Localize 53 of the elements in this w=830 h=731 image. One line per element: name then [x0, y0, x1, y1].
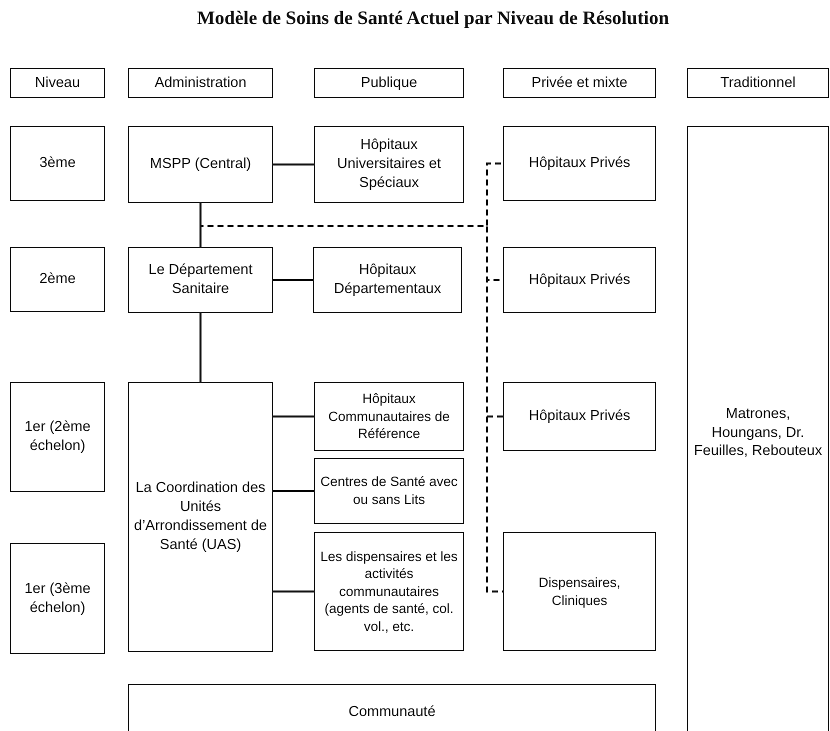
level-box [503, 68, 656, 98]
diagram-title: Modèle de Soins de Santé Actuel par Niveau de Résolution [196, 8, 670, 30]
box-label: Privée et mixte [532, 74, 628, 92]
box-label: Dispensaires, Cliniques [538, 574, 622, 610]
level-box [128, 247, 273, 313]
box-label: Hôpitaux Communautaires de Référence [327, 390, 451, 443]
level-box [503, 532, 656, 651]
level-box [10, 543, 105, 654]
box-label: La Coordination des Unités d’Arrondissement de Santé (UAS) [134, 479, 267, 555]
box-label: Publique [360, 74, 418, 92]
level-box [10, 382, 105, 492]
level-box [10, 247, 105, 312]
box-label: 1er (2ème échelon) [23, 418, 92, 456]
level-box [314, 126, 464, 203]
level-box [313, 247, 462, 313]
connector-line [200, 313, 202, 382]
level-box [10, 126, 105, 201]
level-box [128, 684, 656, 731]
connector-line [273, 164, 314, 166]
connector-line [273, 490, 314, 492]
box-label: Hôpitaux Privés [528, 154, 630, 173]
box-label: Niveau [34, 74, 80, 92]
level-box [10, 68, 105, 98]
box-label: 2ème [39, 270, 76, 289]
level-box [128, 382, 273, 652]
box-label: MSPP (Central) [150, 155, 252, 174]
box-label: Hôpitaux Privés [528, 407, 630, 426]
box-label: Hôpitaux Départementaux [332, 261, 442, 299]
box-label: Communauté [348, 702, 436, 722]
box-label: Matrones, Houngans, Dr. Feuilles, Rebouteux [693, 404, 823, 462]
box-label: 3ème [39, 154, 76, 173]
box-label: Administration [154, 74, 246, 92]
box-label: Les dispensaires et les activités communautaires (agents de santé, col. vol., etc. [320, 548, 458, 636]
box-label: Hôpitaux Universitaires et Spéciaux [336, 136, 442, 193]
level-box [503, 247, 656, 313]
connector-line [273, 590, 314, 592]
box-label: Le Département Sanitaire [148, 261, 254, 299]
box-label: Centres de Santé avec ou sans Lits [320, 473, 458, 509]
level-box [687, 68, 829, 98]
level-box [687, 126, 829, 731]
level-box [128, 68, 273, 98]
box-label: 1er (3ème échelon) [23, 580, 92, 618]
box-label: Traditionnel [720, 74, 796, 92]
level-box [503, 126, 656, 201]
box-label: Hôpitaux Privés [528, 270, 630, 290]
level-box [314, 458, 464, 524]
connector-line [273, 279, 313, 281]
level-box [314, 382, 464, 451]
connector-line [273, 416, 314, 418]
level-box [314, 68, 464, 98]
level-box [314, 532, 464, 651]
level-box [128, 126, 273, 203]
level-box [503, 382, 656, 451]
